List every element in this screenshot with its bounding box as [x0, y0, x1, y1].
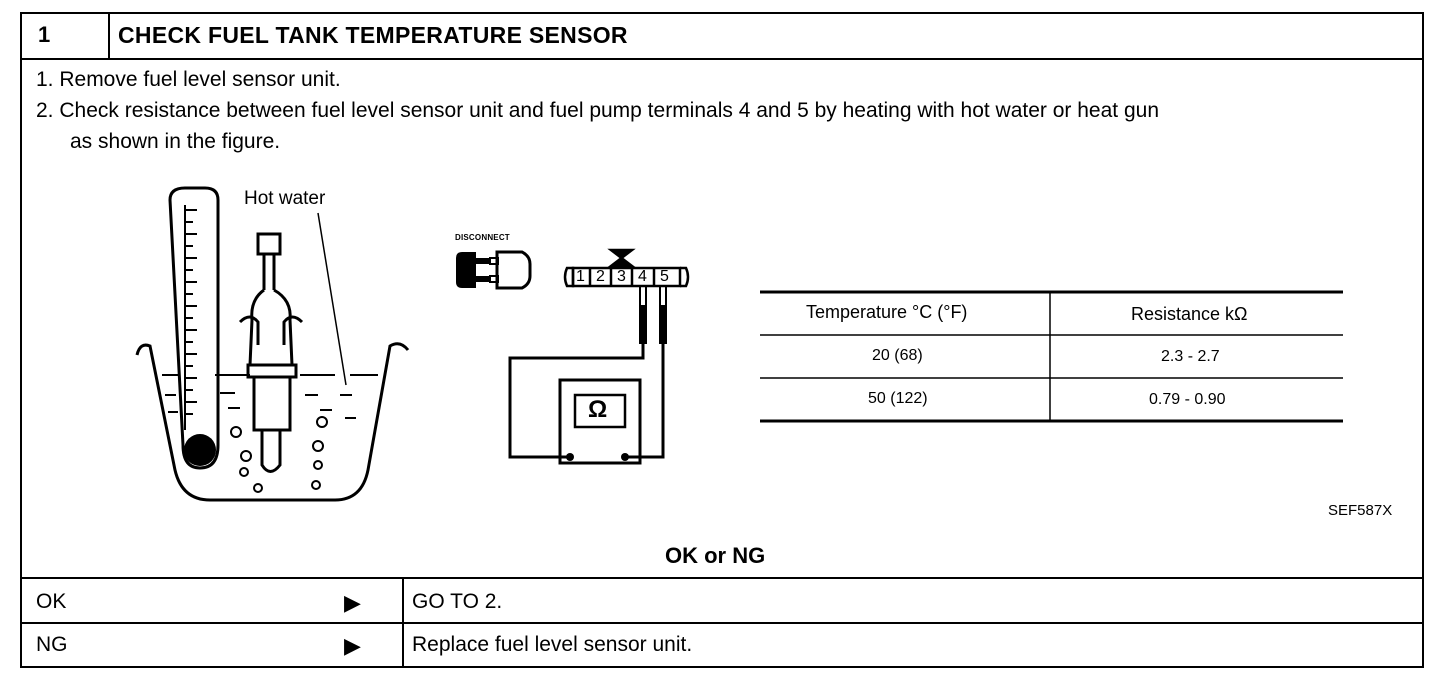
procedure-frame: [20, 12, 1424, 668]
instruction-step-2-continued: as shown in the figure.: [70, 130, 281, 153]
hot-water-label: Hot water: [244, 188, 326, 209]
result-column-divider: [402, 577, 404, 668]
instruction-step-1: 1. Remove fuel level sensor unit.: [36, 68, 341, 91]
terminal-5: 5: [660, 268, 669, 285]
result-arrow-ok-icon: ▶: [344, 590, 361, 615]
terminal-4: 4: [638, 268, 647, 285]
result-arrow-ng-icon: ▶: [344, 633, 361, 658]
table-cell-res-1: 2.3 - 2.7: [1161, 348, 1220, 365]
table-cell-res-2: 0.79 - 0.90: [1149, 391, 1226, 408]
hot-water-leader: [317, 212, 347, 386]
disconnect-icon: [456, 250, 532, 290]
result-key-ok: OK: [36, 590, 67, 613]
page-title: CHECK FUEL TANK TEMPERATURE SENSOR: [118, 22, 628, 48]
instruction-step-2: 2. Check resistance between fuel level s…: [36, 99, 1159, 122]
result-action-ng: Replace fuel level sensor unit.: [412, 633, 693, 656]
figure-code: SEF587X: [1328, 502, 1393, 519]
terminal-1: 1: [576, 268, 585, 285]
result-key-ng: NG: [36, 633, 68, 656]
table-cell-temp-2: 50 (122): [868, 390, 928, 407]
header-divider: [108, 12, 110, 59]
tester-probes: [508, 285, 667, 459]
fuel-tank-temperature-sensor: [238, 232, 304, 473]
disconnect-label: DISCONNECT: [455, 233, 510, 242]
hot-water-beaker: [135, 342, 410, 502]
ohmmeter: [558, 378, 642, 465]
bubbles: [230, 416, 328, 493]
terminal-2: 2: [596, 268, 605, 285]
ohm-symbol: Ω: [588, 396, 608, 423]
result-divider-middle: [20, 622, 1424, 624]
table-cell-temp-1: 20 (68): [872, 347, 923, 364]
table-header-resistance: Resistance kΩ: [1131, 304, 1248, 324]
result-divider-top: [20, 577, 1424, 579]
ok-or-ng-question: OK or NG: [665, 543, 766, 568]
result-action-ok: GO TO 2.: [412, 590, 503, 613]
step-number: 1: [38, 22, 51, 47]
terminal-3: 3: [617, 268, 626, 285]
water-surface: [162, 374, 378, 419]
sensor-connector: [563, 248, 690, 288]
resistance-table-lines: [760, 290, 1343, 423]
header-underline: [20, 58, 1424, 60]
thermometer: [168, 186, 220, 470]
table-header-temperature: Temperature °C (°F): [806, 302, 968, 322]
